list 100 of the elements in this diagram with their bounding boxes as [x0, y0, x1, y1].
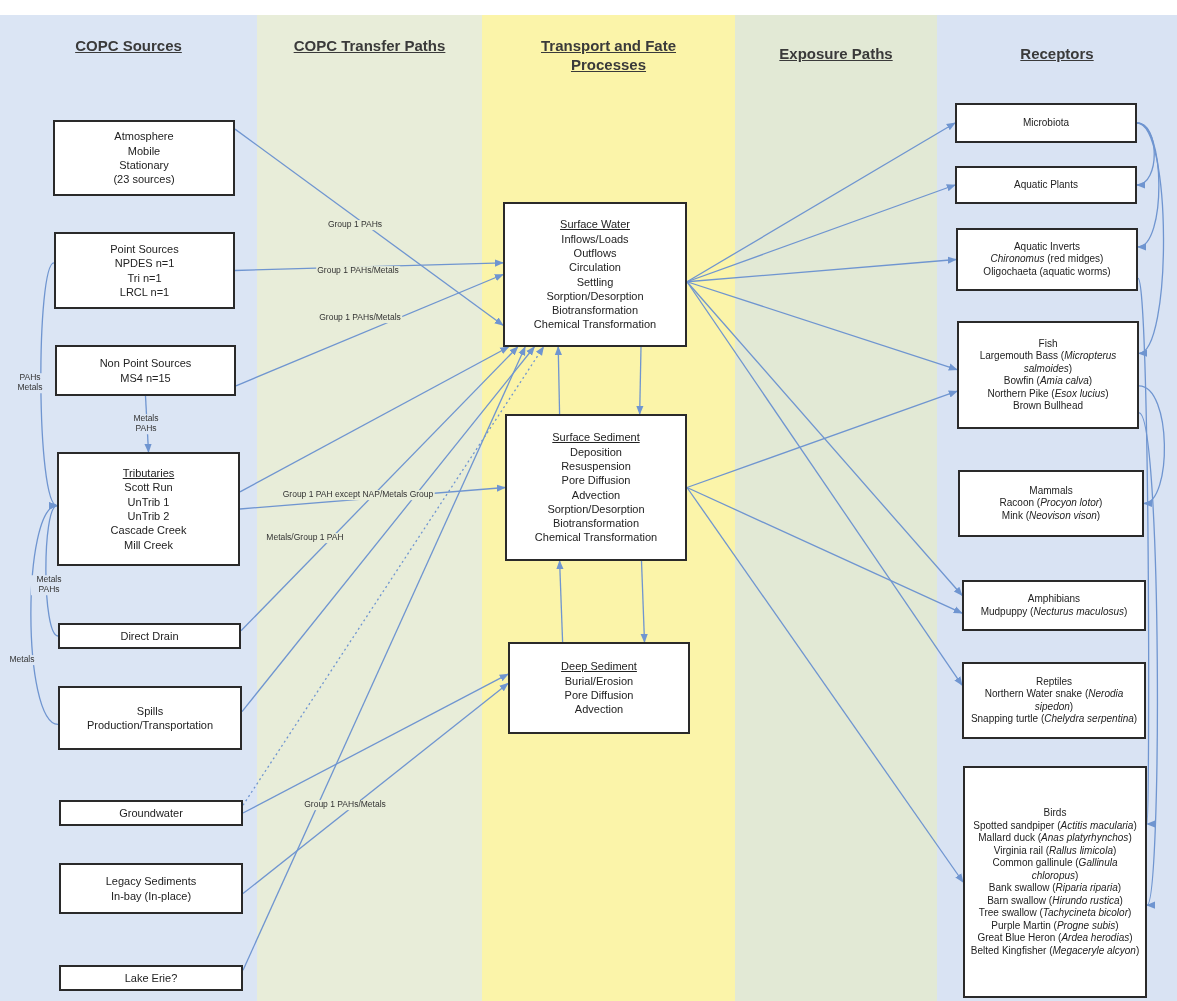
box-text: NPDES n=1 [114, 256, 175, 271]
box-text: Pore Diffusion [564, 688, 634, 703]
box-text: Mudpuppy (Necturus maculosus) [980, 605, 1128, 618]
box-text: Sorption/Desorption [546, 288, 644, 304]
box-text: Advection [571, 487, 621, 502]
edge-label: Group 1 PAHs [326, 220, 384, 230]
box-heading: Deep Sediment [561, 659, 637, 674]
arrow [1138, 412, 1158, 907]
arrow [242, 673, 509, 814]
process-box [58, 623, 241, 649]
arrow [554, 346, 562, 415]
arrow [640, 560, 648, 643]
box-heading: Surface Water [560, 217, 630, 232]
arrow [686, 281, 958, 371]
box-text: Racoon (Procyon lotor) [999, 497, 1103, 510]
column-heading: Receptors [1020, 45, 1094, 64]
box-text: Largemouth Bass (Micropterus salmoides) [978, 350, 1118, 375]
edge-label: Group 1 PAHs/Metals [318, 313, 402, 323]
process-box [957, 321, 1139, 429]
box-text: Snapping turtle (Chelydra serpentina) [970, 713, 1138, 726]
arrow [241, 346, 535, 713]
box-text: Barn swallow (Hirundo rustica) [987, 894, 1123, 907]
column-heading: Transport and Fate Processes [540, 37, 677, 75]
edge-label: Metals [8, 655, 36, 665]
box-text: Deposition [570, 444, 622, 459]
arrow [686, 390, 958, 489]
column-heading: COPC Sources [75, 37, 182, 56]
box-heading: Birds [1043, 807, 1067, 820]
box-text: Brown Bullhead [1012, 400, 1083, 413]
box-heading: Non Point Sources [99, 356, 192, 371]
process-box [55, 345, 236, 396]
box-text: Tri n=1 [127, 270, 162, 285]
box-text: Bowfin (Amia calva) [1003, 375, 1093, 388]
box-text: Burial/Erosion [564, 673, 634, 688]
box-text: Circulation [569, 260, 621, 275]
process-box [955, 166, 1137, 204]
arrow [235, 273, 504, 387]
box-text: UnTrib 1 [127, 494, 170, 509]
box-text: Belted Kingfisher (Megaceryle alcyon) [970, 944, 1140, 957]
edge-label: Metals/Group 1 PAH [265, 533, 345, 543]
process-box [59, 800, 243, 826]
box-heading: Spills [136, 703, 164, 718]
box-text: Mobile [127, 143, 161, 158]
box-heading: Legacy Sediments [105, 874, 197, 889]
process-box [54, 232, 235, 309]
box-text: (23 sources) [113, 172, 175, 187]
box-text: Pore Diffusion [561, 473, 631, 488]
box-text: Cascade Creek [110, 523, 187, 538]
box-heading: Point Sources [110, 241, 179, 257]
process-box [58, 686, 242, 750]
arrow [1137, 277, 1152, 825]
process-box [53, 120, 235, 196]
arrow [556, 560, 564, 643]
process-box [956, 228, 1138, 291]
box-text: Advection [574, 702, 624, 717]
box-text: Direct Drain [120, 628, 179, 644]
arrow [636, 346, 644, 415]
box-text: Mallard duck (Anas platyrhynchos) [978, 832, 1132, 845]
box-text: Tree swallow (Tachycineta bicolor) [978, 907, 1132, 920]
box-heading: Aquatic Inverts [1013, 240, 1081, 254]
process-box [963, 766, 1147, 998]
box-text: Production/Transportation [86, 718, 214, 733]
box-text: Groundwater [119, 805, 183, 821]
box-text: Northern Water snake (Nerodia sipedon) [983, 688, 1125, 713]
box-heading: Mammals [1029, 484, 1073, 498]
process-box [503, 202, 687, 347]
process-box [505, 414, 687, 561]
process-box [508, 642, 690, 734]
column-heading: COPC Transfer Paths [293, 37, 446, 56]
column-heading: Exposure Paths [779, 45, 893, 64]
arrow [242, 346, 526, 971]
box-text: Mill Creek [124, 537, 173, 552]
box-text: LRCL n=1 [119, 284, 170, 300]
box-heading: Reptiles [1035, 675, 1073, 688]
process-box [955, 103, 1137, 143]
box-text: Bank swallow (Riparia riparia) [988, 882, 1122, 895]
box-heading: Fish [1038, 337, 1058, 350]
box-heading: Surface Sediment [552, 430, 640, 445]
process-box [962, 662, 1146, 739]
edge-label: Group 1 PAH except NAP/Metals Group [281, 490, 435, 500]
edge-label: Group 1 PAHs/Metals [316, 266, 400, 276]
process-box [57, 452, 240, 566]
edge-label: Group 1 PAHs/Metals [303, 800, 387, 810]
box-text: Great Blue Heron (Ardea herodias) [977, 932, 1133, 945]
box-heading: Atmosphere [114, 129, 174, 144]
arrow [686, 486, 964, 883]
box-text: Resuspension [561, 458, 631, 474]
box-text: Outflows [573, 245, 617, 261]
arrow [30, 504, 59, 726]
arrow [242, 682, 509, 895]
box-text: Spotted sandpiper (Actitis macularia) [973, 819, 1137, 832]
box-text: Scott Run [124, 480, 173, 495]
arrow [686, 256, 957, 283]
box-text: Northern Pike (Esox lucius) [987, 387, 1109, 400]
box-heading: Tributaries [122, 466, 175, 481]
box-text: UnTrib 2 [127, 509, 170, 524]
process-box [962, 580, 1146, 631]
process-box [59, 863, 243, 914]
box-text: Inflows/Loads [561, 231, 629, 246]
box-text: Oligochaeta (aquatic worms) [983, 265, 1111, 279]
